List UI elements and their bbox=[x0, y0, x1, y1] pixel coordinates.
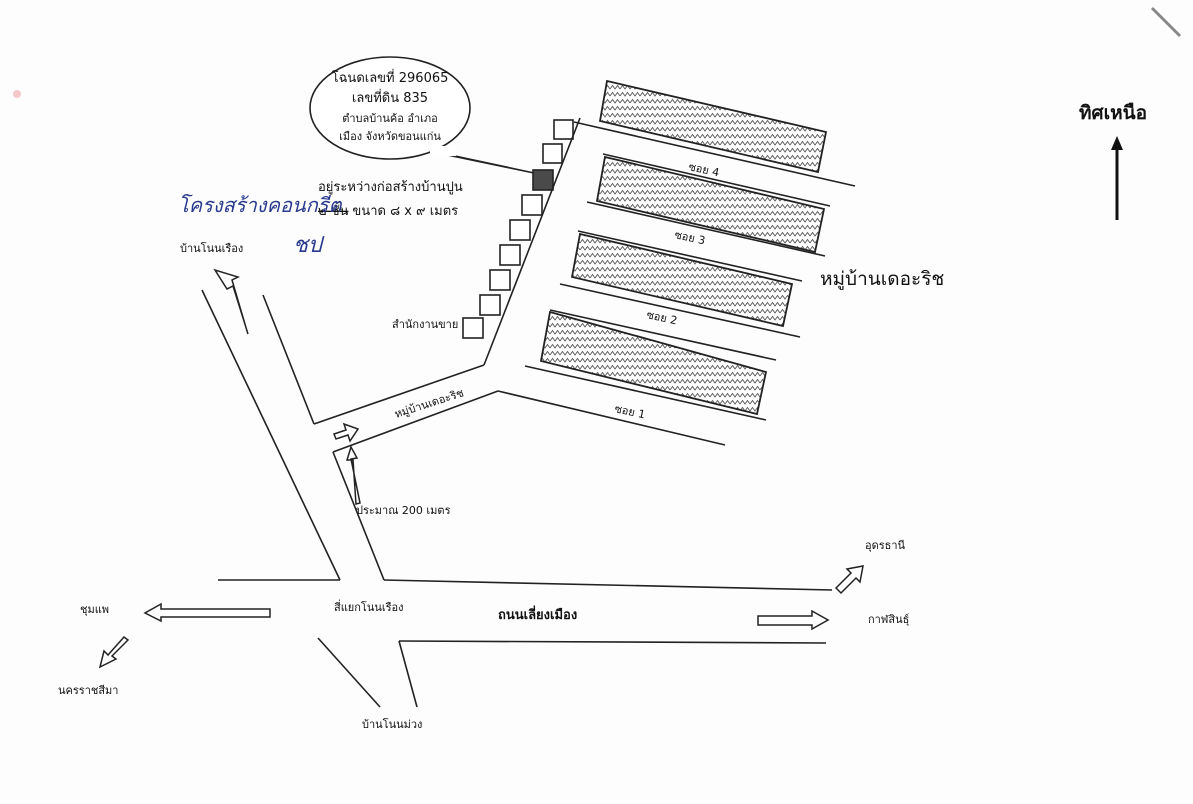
entrance-road-top bbox=[313, 364, 485, 425]
arrow-east-icon bbox=[333, 422, 360, 443]
housing-row-1 bbox=[598, 79, 828, 174]
entrance-road-bottom bbox=[332, 390, 499, 453]
non-rueang-road-west bbox=[201, 289, 341, 581]
access-roads bbox=[201, 289, 833, 708]
soi3-label: ซอย 3 bbox=[673, 228, 706, 247]
arrow-up-icon bbox=[345, 445, 361, 505]
land-number: เลขที่ดิน 835 bbox=[352, 89, 428, 106]
construction-note-line2: ๒ ชั้นขนาด ๘ x ๙ เมตร bbox=[318, 201, 458, 219]
soi3-line-top bbox=[577, 230, 803, 282]
village-link-road bbox=[332, 451, 385, 581]
intersection-label: สี่แยกโนนเรือง bbox=[334, 599, 404, 614]
north-arrow-icon bbox=[1111, 136, 1123, 150]
soi4-label: ซอย 4 bbox=[687, 160, 720, 179]
selected-plot bbox=[532, 169, 554, 191]
non-muang-road-east bbox=[398, 640, 418, 708]
bypass-top-east bbox=[383, 579, 833, 591]
soi2-label: ซอย 2 bbox=[645, 308, 678, 327]
plot bbox=[509, 219, 531, 241]
soi4-line-top bbox=[602, 153, 831, 207]
village-north-edge bbox=[573, 121, 856, 187]
north-indicator: ทิศเหนือ bbox=[1079, 102, 1147, 220]
handwritten-note: โครงสร้างคอนกรีต bbox=[178, 193, 342, 217]
arrow-west-icon bbox=[143, 602, 271, 623]
village-name-label: หมู่บ้านเดอะริช bbox=[820, 268, 944, 290]
arrow-northeast-icon bbox=[834, 565, 864, 595]
ban-non-rueang-label: บ้านโนนเรือง bbox=[180, 241, 243, 255]
handwritten-initials: ชป bbox=[293, 233, 325, 258]
construction-size: ขนาด ๘ x ๙ เมตร bbox=[352, 204, 458, 219]
deed-subdistrict: ตำบลบ้านค้อ อำเภอ bbox=[342, 112, 438, 125]
sales-office-plot bbox=[462, 317, 484, 339]
arrow-north-icon bbox=[213, 268, 249, 335]
kalasin-label: กาฬสินธุ์ bbox=[868, 613, 909, 626]
housing-row-3 bbox=[570, 232, 794, 328]
udon-thani-label: อุดรธานี bbox=[865, 539, 906, 552]
plot bbox=[479, 294, 501, 316]
callout-joint bbox=[430, 146, 456, 156]
direction-arrows bbox=[98, 268, 864, 669]
housing-row-4 bbox=[539, 310, 768, 416]
housing-rows bbox=[539, 79, 828, 416]
strikethrough-floors: ๒ ชั้น bbox=[318, 201, 349, 219]
housing-row-2 bbox=[595, 155, 826, 254]
construction-note-line1: อยู่ระหว่างก่อสร้างบ้านปูน bbox=[318, 180, 463, 195]
soi1-line-bottom bbox=[497, 390, 726, 446]
soi1-label: ซอย 1 bbox=[613, 402, 646, 421]
callout-bubble bbox=[309, 56, 471, 160]
soi3-line-bottom bbox=[559, 283, 801, 338]
chum-phae-label: ชุมแพ bbox=[80, 603, 109, 616]
sales-office-label: สำนักงานขาย bbox=[392, 318, 458, 331]
plot bbox=[521, 194, 543, 216]
soi4-line-bottom bbox=[586, 201, 826, 257]
arrow-east-kalasin-icon bbox=[757, 609, 830, 631]
plot bbox=[499, 244, 521, 266]
ban-non-muang-label: บ้านโนนม่วง bbox=[362, 717, 422, 731]
scan-mark bbox=[1150, 6, 1182, 38]
nakhon-ratchasima-label: นครราชสีมา bbox=[58, 684, 118, 697]
deed-number: โฉนดเลขที่ 296065 bbox=[332, 69, 449, 86]
arrow-southwest-icon bbox=[98, 635, 130, 669]
plot-column bbox=[462, 119, 574, 339]
village-roads bbox=[313, 117, 856, 453]
stray-mark bbox=[13, 90, 21, 98]
north-label: ทิศเหนือ bbox=[1079, 102, 1147, 124]
bypass-bottom-east bbox=[398, 640, 827, 644]
plot bbox=[553, 119, 574, 140]
deed-province: เมือง จังหวัดขอนแก่น bbox=[339, 130, 441, 143]
soi2-line-top bbox=[549, 309, 777, 361]
soi2-line-bottom bbox=[524, 365, 767, 421]
plot bbox=[542, 143, 563, 164]
non-muang-road-west bbox=[317, 637, 381, 708]
distance-label: ประมาณ 200 เมตร bbox=[356, 504, 451, 517]
deed-callout: โฉนดเลขที่ 296065 เลขที่ดิน 835 ตำบลบ้าน… bbox=[309, 56, 535, 174]
bypass-road-label: ถนนเลี่ยงเมือง bbox=[498, 605, 577, 623]
village-main-road-east bbox=[483, 117, 581, 366]
non-rueang-road-east bbox=[262, 294, 315, 425]
plot bbox=[489, 269, 511, 291]
